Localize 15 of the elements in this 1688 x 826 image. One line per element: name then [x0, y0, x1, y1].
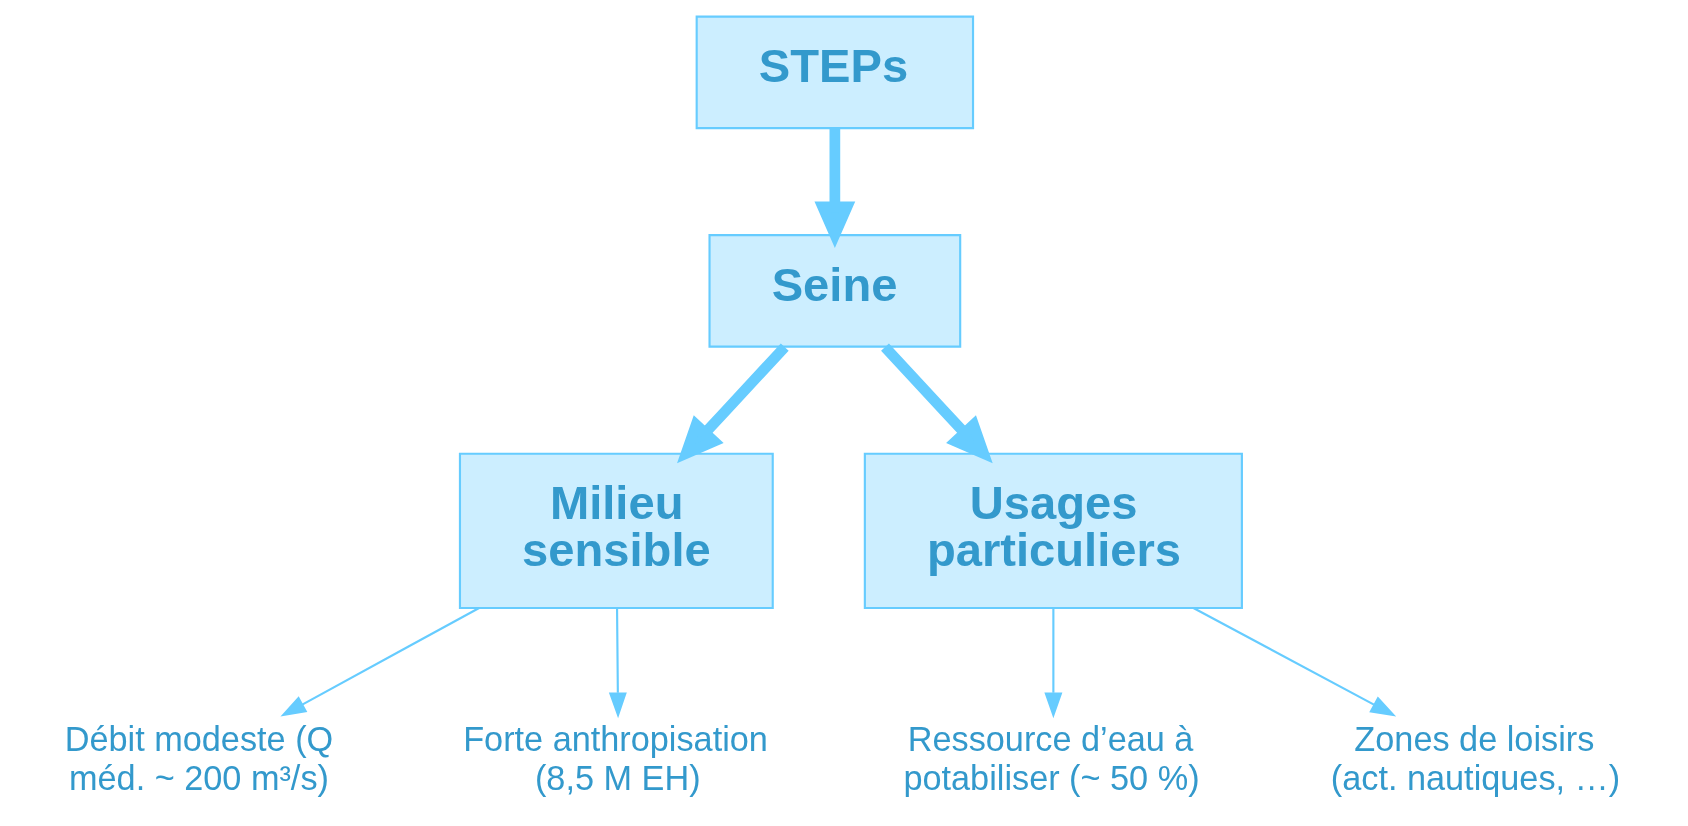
node-box: STEPs — [695, 15, 974, 130]
node-text: Zones de loisirs (act. nautiques, …) — [1330, 720, 1620, 797]
node-box: Usages particuliers — [863, 452, 1243, 610]
node-box: Seine — [707, 234, 961, 348]
arrow — [1192, 607, 1396, 717]
node-text: Ressource d’eau à potabiliser (~ 50 %) — [902, 720, 1200, 797]
node-text: Débit modeste (Q méd. ~ 200 m³/s) — [64, 720, 333, 797]
arrow — [814, 128, 855, 249]
node-box: Milieu sensible — [458, 452, 774, 610]
node-text: Forte anthropisation (8,5 M EH) — [462, 720, 768, 797]
arrow — [279, 607, 480, 717]
arrow — [608, 607, 627, 719]
arrow — [1043, 607, 1062, 719]
arrow — [880, 343, 993, 464]
arrow — [676, 343, 789, 464]
